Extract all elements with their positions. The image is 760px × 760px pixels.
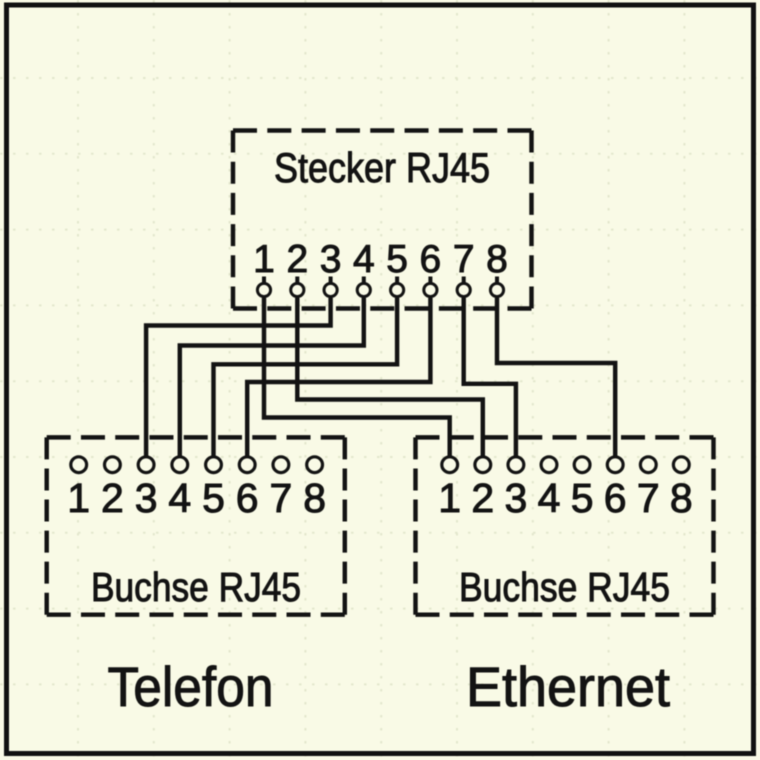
svg-text:6: 6 (604, 475, 627, 521)
svg-text:4: 4 (353, 238, 375, 281)
svg-text:8: 8 (670, 475, 693, 521)
svg-text:2: 2 (101, 475, 124, 521)
svg-text:Buchse RJ45: Buchse RJ45 (91, 564, 301, 610)
svg-text:1: 1 (67, 475, 90, 521)
svg-text:5: 5 (202, 475, 225, 521)
svg-text:1: 1 (253, 238, 275, 281)
svg-text:Buchse RJ45: Buchse RJ45 (459, 564, 670, 610)
svg-text:7: 7 (453, 238, 475, 281)
svg-text:4: 4 (538, 475, 561, 521)
svg-text:2: 2 (471, 475, 494, 521)
svg-text:2: 2 (286, 238, 308, 281)
svg-text:7: 7 (637, 475, 660, 521)
svg-text:3: 3 (135, 475, 158, 521)
svg-text:5: 5 (571, 475, 594, 521)
svg-text:Ethernet: Ethernet (466, 655, 670, 718)
svg-text:7: 7 (269, 475, 292, 521)
svg-text:Telefon: Telefon (108, 655, 274, 718)
svg-text:8: 8 (303, 475, 326, 521)
svg-text:4: 4 (168, 475, 191, 521)
svg-text:5: 5 (386, 238, 408, 281)
svg-text:6: 6 (236, 475, 259, 521)
svg-text:1: 1 (438, 475, 461, 521)
svg-text:3: 3 (320, 238, 342, 281)
svg-text:Stecker RJ45: Stecker RJ45 (274, 144, 490, 191)
svg-text:8: 8 (486, 238, 508, 281)
svg-text:3: 3 (504, 475, 527, 521)
svg-text:6: 6 (420, 238, 442, 281)
